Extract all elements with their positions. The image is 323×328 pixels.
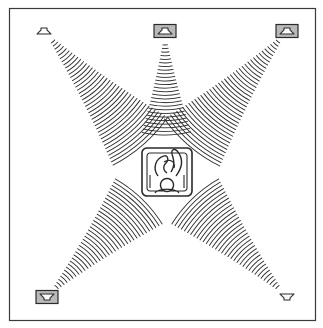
wave-arc [149, 104, 182, 106]
wave-arc [152, 94, 180, 96]
surround-right-speaker [280, 294, 294, 300]
wave-arc [216, 85, 246, 110]
wave-arc [155, 83, 177, 84]
wave-arc [243, 252, 259, 267]
wave-arc [206, 214, 237, 244]
wave-arc [273, 42, 278, 46]
wave-arc [150, 101, 181, 103]
wave-arc [95, 217, 125, 246]
wave-arc [90, 88, 122, 116]
front-left-speaker-waves [51, 40, 168, 166]
wave-arc [69, 61, 84, 74]
wave-arc [160, 59, 171, 60]
wave-arc [88, 86, 119, 113]
wave-arc [62, 53, 72, 62]
center-speaker [154, 25, 176, 38]
wave-arc [93, 220, 121, 247]
listener-in-chair-icon [142, 148, 192, 196]
front-left-speaker [37, 28, 51, 34]
wave-arc [149, 108, 184, 110]
wave-arc [245, 64, 261, 78]
front-right-speaker-waves [164, 40, 280, 166]
wave-arc [66, 267, 76, 277]
wave-arc [159, 62, 172, 63]
wave-arc [55, 44, 61, 49]
wave-arc [75, 252, 91, 267]
wave-arc [213, 87, 244, 113]
wave-arc [195, 99, 235, 133]
wave-arc [57, 282, 62, 287]
wave-arc [157, 73, 174, 74]
wave-arc [270, 44, 276, 49]
wave-arc [97, 214, 128, 244]
wave-arc [154, 87, 178, 88]
wave-arc [151, 97, 180, 99]
wave-arc [161, 55, 171, 56]
speaker-icon [37, 28, 51, 34]
wave-arc [98, 98, 137, 132]
wave-arc [156, 76, 175, 77]
wave-arc [53, 42, 58, 46]
wave-arc [273, 282, 278, 287]
wave-arc [158, 66, 172, 67]
wave-arc [74, 255, 89, 269]
wave-arc [55, 285, 59, 289]
wave-arc [51, 40, 55, 43]
wave-arc [259, 53, 270, 62]
wave-arc [258, 267, 268, 277]
wave-arc [210, 89, 242, 117]
wave-arc [87, 84, 116, 110]
wave-arc [153, 90, 179, 92]
wave-arc [209, 217, 239, 246]
wave-arc [158, 69, 174, 70]
wave-arc [246, 255, 261, 269]
wave-arc [248, 62, 263, 75]
wave-arc [276, 285, 280, 289]
wave-arc [276, 40, 280, 43]
speaker-icon [280, 294, 294, 300]
front-right-speaker [276, 25, 298, 38]
wave-arc [155, 80, 176, 81]
surround-left-speaker [36, 291, 58, 304]
wave-arc [212, 220, 240, 247]
wave-arc [70, 63, 86, 77]
